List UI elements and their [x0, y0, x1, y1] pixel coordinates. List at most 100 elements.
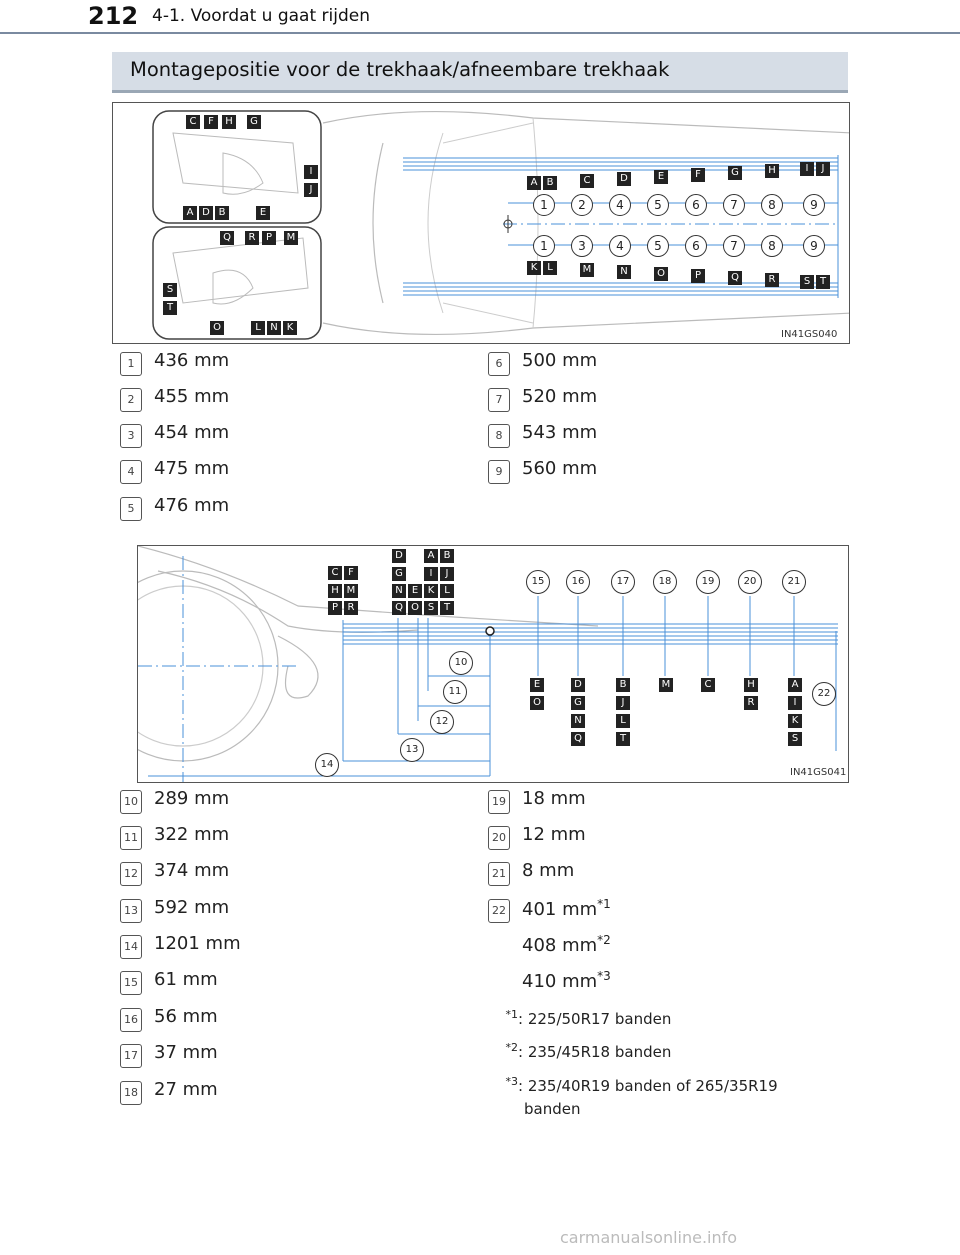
column-label: N: [571, 714, 585, 728]
column-label: I: [788, 696, 802, 710]
footnote: *2: 235/45R18 banden: [505, 1041, 672, 1061]
page-number: 212: [88, 2, 139, 30]
watermark: carmanualsonline.info: [560, 1228, 738, 1247]
inset-label: O: [210, 321, 224, 335]
inset-label: F: [204, 115, 218, 129]
grid-label: A: [424, 549, 438, 563]
column-label: B: [616, 678, 630, 692]
page-header: 212 4-1. Voordat u gaat rijden: [88, 0, 868, 34]
column-label: L: [616, 714, 630, 728]
inset-label: P: [262, 231, 276, 245]
column-label: A: [788, 678, 802, 692]
inset-label: D: [199, 206, 213, 220]
column-label: E: [530, 678, 544, 692]
grid-label: H: [328, 584, 342, 598]
dimension-number: 8: [761, 235, 783, 257]
dimension-number: 6: [685, 235, 707, 257]
dimension-number: 16: [566, 570, 590, 594]
inset-label: A: [183, 206, 197, 220]
grid-label: E: [408, 584, 422, 598]
row-label: O: [654, 267, 668, 281]
dimension-number: 21: [782, 570, 806, 594]
dimension-number: 10: [449, 651, 473, 675]
grid-label: D: [392, 549, 406, 563]
inset-label: N: [267, 321, 281, 335]
column-label: D: [571, 678, 585, 692]
row-label: F: [691, 168, 705, 182]
footnote-continuation: banden: [524, 1100, 581, 1118]
inset-label: C: [186, 115, 200, 129]
figure-code: IN41GS041: [790, 767, 847, 778]
grid-label: O: [408, 601, 422, 615]
grid-label: F: [344, 566, 358, 580]
dimension-number: 11: [443, 680, 467, 704]
row-label: C: [580, 174, 594, 188]
chapter-title: 4-1. Voordat u gaat rijden: [152, 6, 370, 26]
inset-label: K: [283, 321, 297, 335]
grid-label: C: [328, 566, 342, 580]
figure-top-view: C F H G I J A D B E Q R P M S T O L N K …: [112, 102, 850, 344]
grid-label: R: [344, 601, 358, 615]
inset-label: S: [163, 283, 177, 297]
row-label: S: [800, 275, 814, 289]
dimension-number: 18: [653, 570, 677, 594]
dimension-number: 5: [647, 235, 669, 257]
column-label: S: [788, 732, 802, 746]
figure-side-view: C F H M P R D G N Q E O A B I J K L S T …: [137, 545, 849, 783]
grid-label: T: [440, 601, 454, 615]
inset-label: I: [304, 165, 318, 179]
row-label: D: [617, 172, 631, 186]
dimension-number: 17: [611, 570, 635, 594]
inset-label: Q: [220, 231, 234, 245]
grid-label: G: [392, 567, 406, 581]
dimension-number: 7: [723, 235, 745, 257]
column-label: C: [701, 678, 715, 692]
dimension-number: 6: [685, 194, 707, 216]
row-label: Q: [728, 271, 742, 285]
grid-label: J: [440, 567, 454, 581]
row-label: T: [816, 275, 830, 289]
row-label: A: [527, 176, 541, 190]
dimension-number: 13: [400, 738, 424, 762]
row-label: N: [617, 265, 631, 279]
grid-label: P: [328, 601, 342, 615]
row-label: G: [728, 166, 742, 180]
grid-label: K: [424, 584, 438, 598]
row-label: J: [816, 162, 830, 176]
grid-label: L: [440, 584, 454, 598]
column-label: O: [530, 696, 544, 710]
grid-label: M: [344, 584, 358, 598]
top-view-drawing: [152, 110, 849, 340]
figure-code: IN41GS040: [781, 329, 838, 340]
row-label: K: [527, 261, 541, 275]
row-label: P: [691, 269, 705, 283]
dimension-number: 1: [533, 235, 555, 257]
grid-label: Q: [392, 601, 406, 615]
dimension-number: 7: [723, 194, 745, 216]
column-label: R: [744, 696, 758, 710]
grid-label: S: [424, 601, 438, 615]
inset-label: M: [284, 231, 298, 245]
dimension-number: 20: [738, 570, 762, 594]
inset-label: H: [222, 115, 236, 129]
inset-label: R: [245, 231, 259, 245]
row-label: M: [580, 263, 594, 277]
inset-label: B: [215, 206, 229, 220]
footnote: *1: 225/50R17 banden: [505, 1008, 672, 1028]
column-label: G: [571, 696, 585, 710]
dimension-number: 14: [315, 753, 339, 777]
header-rule: [0, 32, 960, 34]
grid-label: B: [440, 549, 454, 563]
dimension-number: 2: [571, 194, 593, 216]
grid-label: N: [392, 584, 406, 598]
dimension-number: 1: [533, 194, 555, 216]
column-label: K: [788, 714, 802, 728]
dimension-number: 5: [647, 194, 669, 216]
inset-label: T: [163, 301, 177, 315]
dimension-number: 9: [803, 235, 825, 257]
footnote: *3: 235/40R19 banden of 265/35R19: [505, 1075, 778, 1095]
dimension-number: 15: [526, 570, 550, 594]
inset-label: E: [256, 206, 270, 220]
dimension-number: 3: [571, 235, 593, 257]
dimension-number: 22: [812, 682, 836, 706]
